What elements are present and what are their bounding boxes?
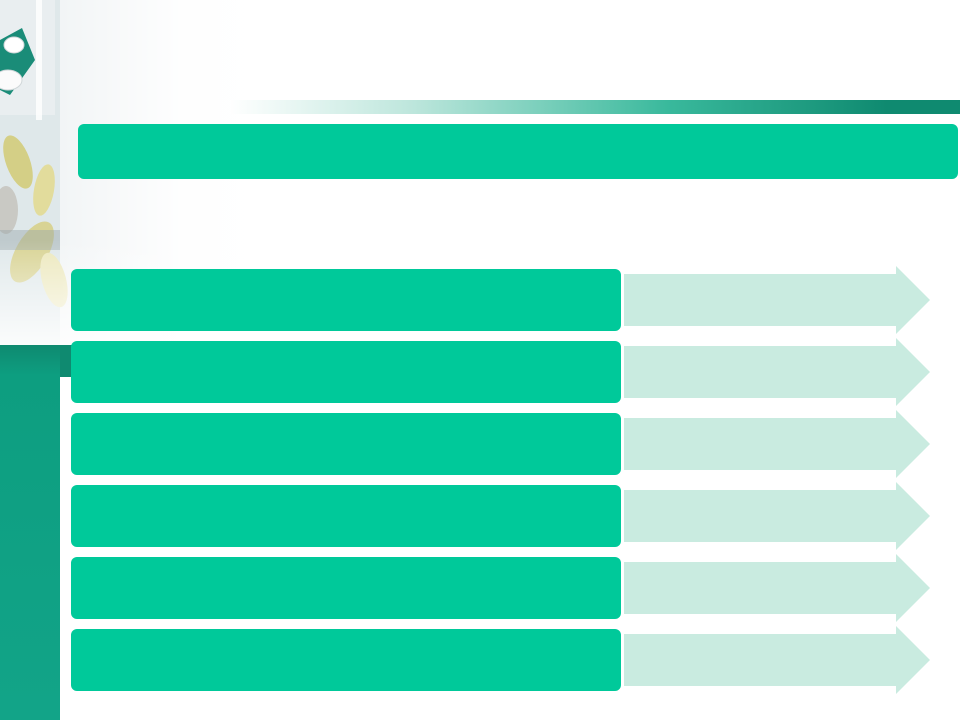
list-item — [71, 266, 931, 334]
title-bar — [78, 124, 958, 179]
list-item — [71, 338, 931, 406]
arrow-right-icon — [624, 266, 930, 334]
arrow-right-icon — [624, 482, 930, 550]
list-item-box — [71, 629, 621, 691]
header-gradient-rule — [230, 100, 960, 114]
arrow-right-icon — [624, 626, 930, 694]
list-item-box — [71, 485, 621, 547]
arrow-right-icon — [624, 410, 930, 478]
teal-side-band — [0, 345, 60, 720]
arrow-right-icon — [624, 338, 930, 406]
list-item — [71, 626, 931, 694]
list-item-box — [71, 413, 621, 475]
list-item-box — [71, 269, 621, 331]
list-item — [71, 554, 931, 622]
list-item — [71, 482, 931, 550]
arrow-right-icon — [624, 554, 930, 622]
list-item — [71, 410, 931, 478]
list-item-box — [71, 557, 621, 619]
list-item-box — [71, 341, 621, 403]
